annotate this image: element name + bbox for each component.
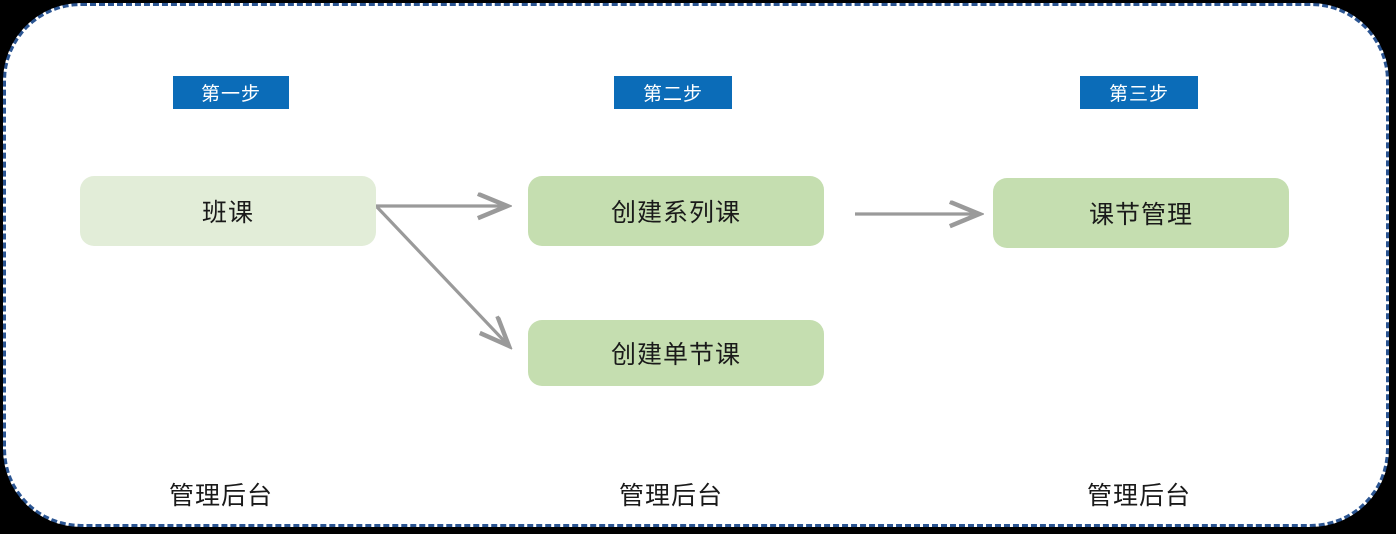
step-badge-2: 第二步	[614, 76, 732, 109]
caption-step-3: 管理后台	[1086, 482, 1192, 510]
caption-step-1: 管理后台	[168, 482, 274, 510]
node-create-single[interactable]: 创建单节课	[528, 320, 824, 386]
node-banke[interactable]: 班课	[80, 176, 376, 246]
step-badge-1: 第一步	[173, 76, 289, 109]
step-badge-3: 第三步	[1080, 76, 1198, 109]
caption-step-2: 管理后台	[618, 482, 724, 510]
node-lesson-manage[interactable]: 课节管理	[993, 178, 1289, 248]
node-create-series[interactable]: 创建系列课	[528, 176, 824, 246]
